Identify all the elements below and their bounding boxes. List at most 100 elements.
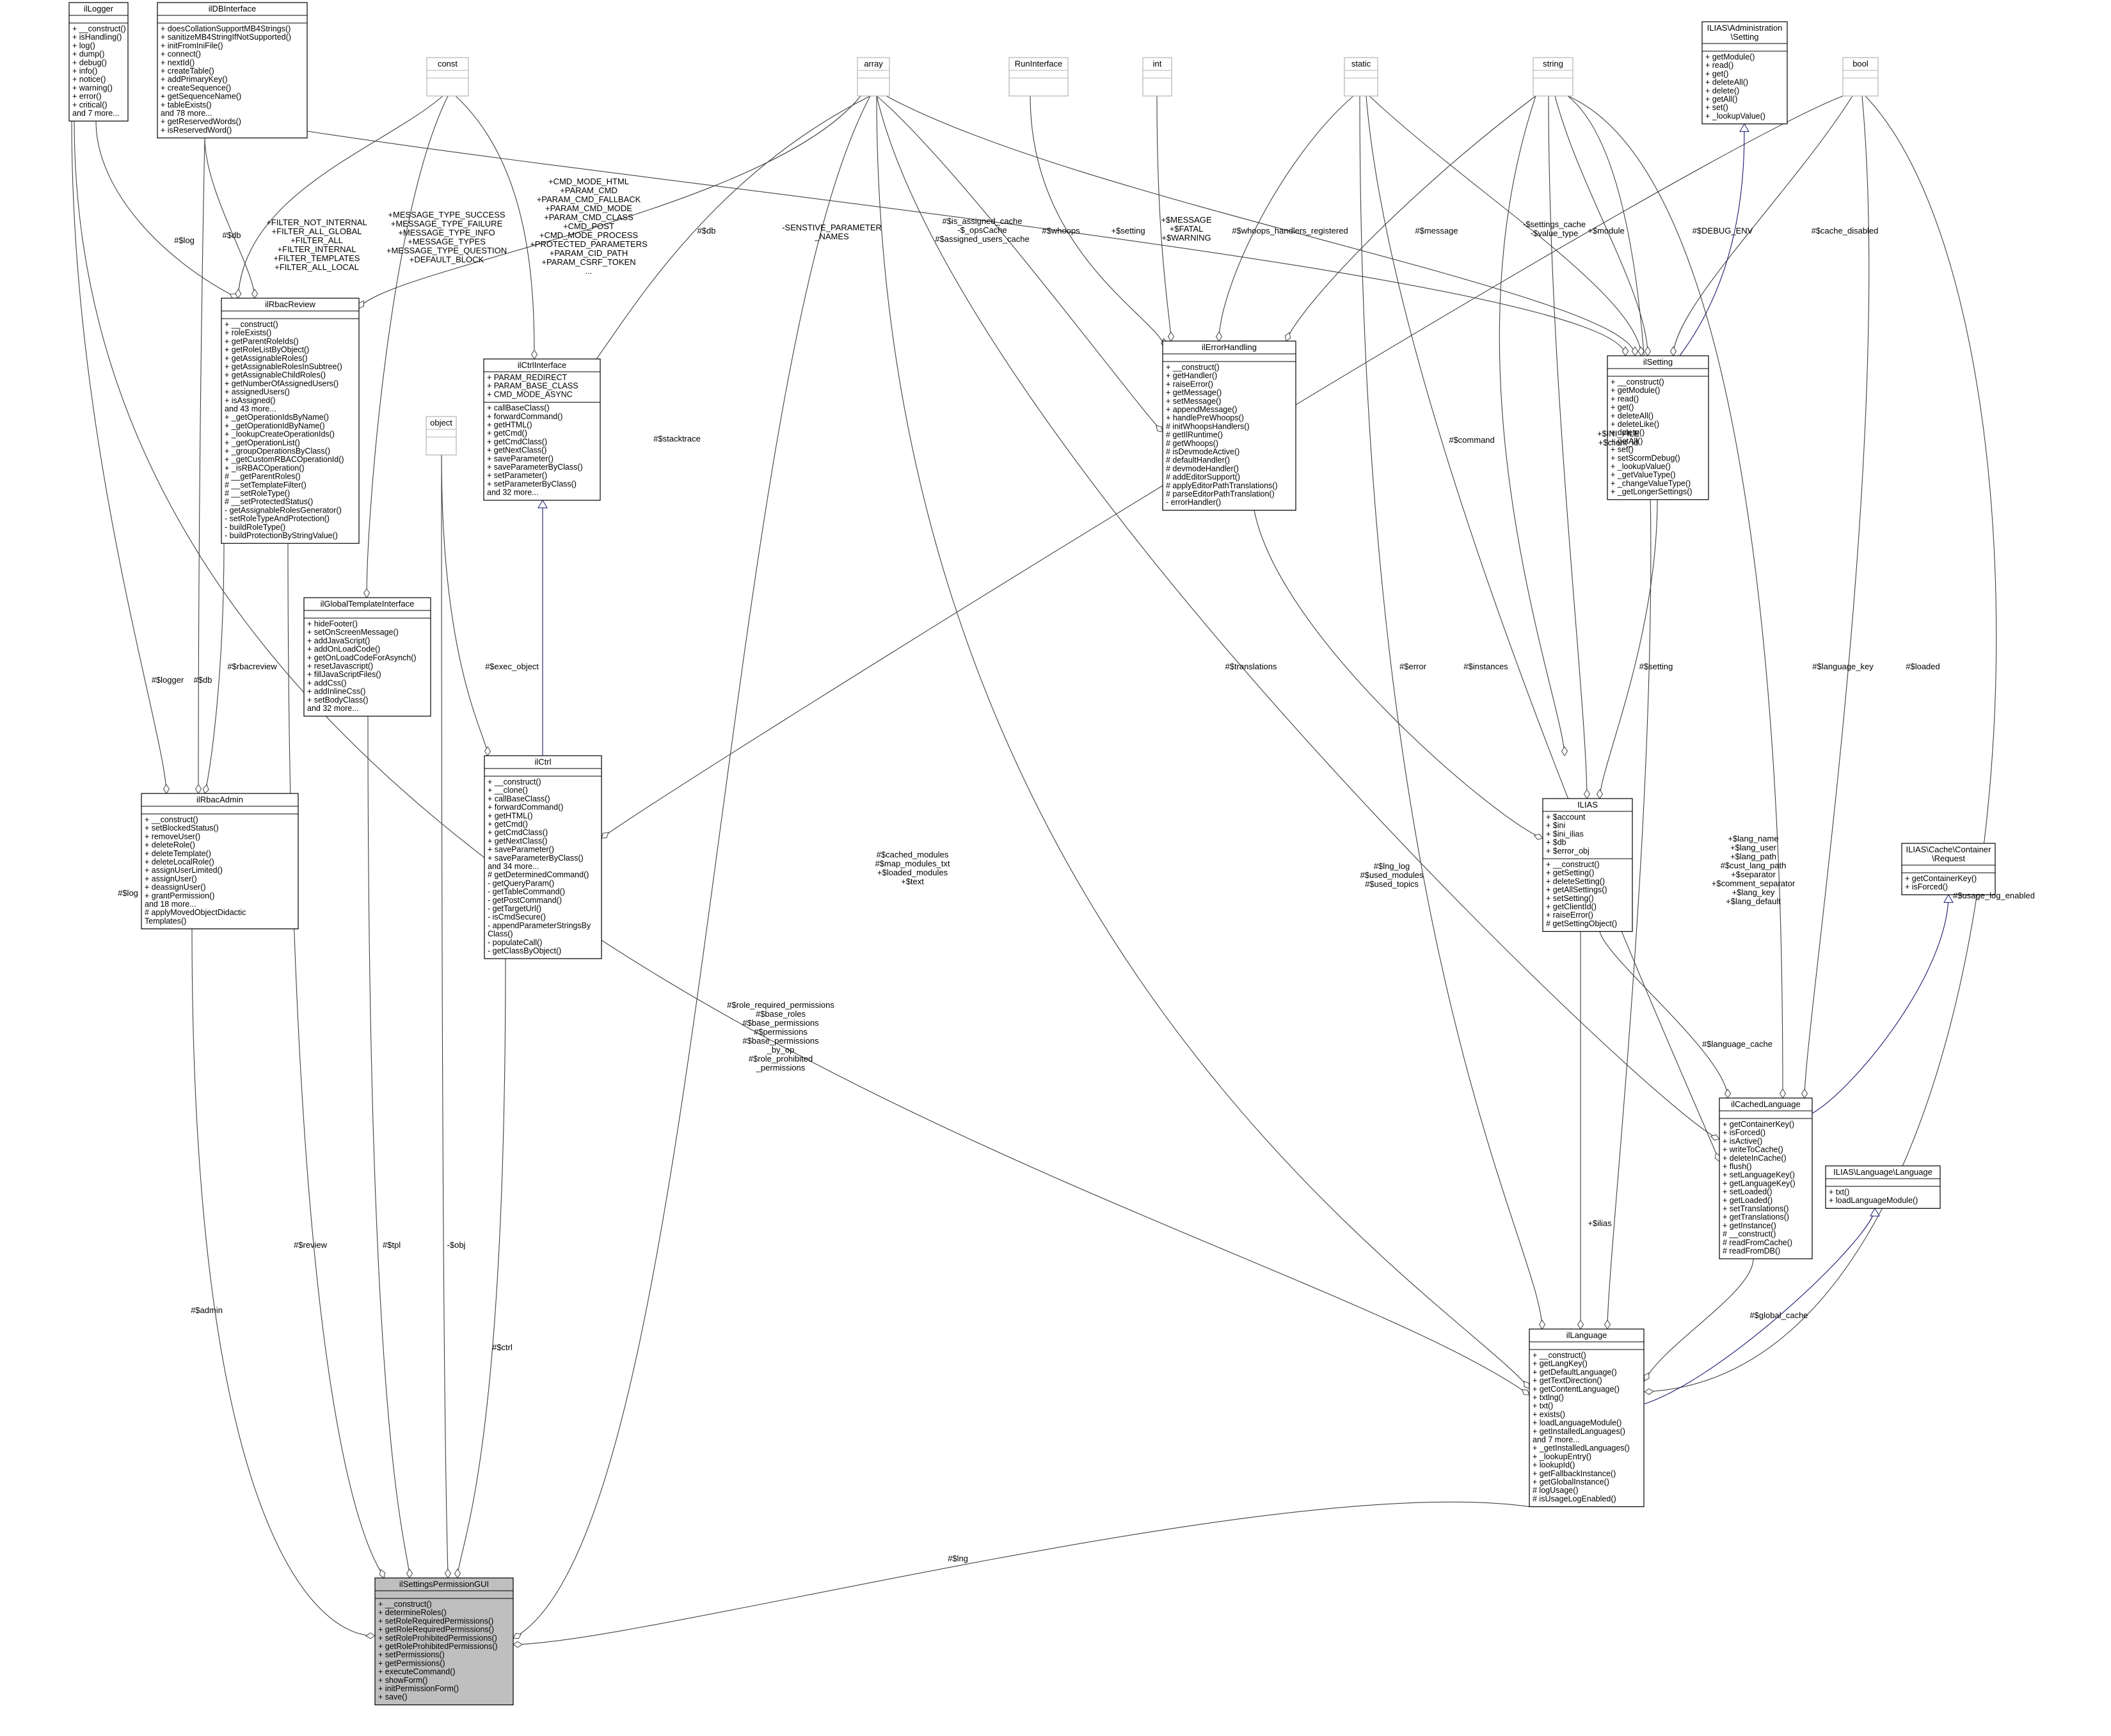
aggregation-diamond (1561, 746, 1568, 756)
relation-label: #$lng_log#$used_modules#$used_topics (1360, 861, 1424, 889)
relation-r-logger (71, 121, 170, 794)
class-name: static (1351, 59, 1371, 68)
association-edge (237, 95, 443, 299)
class-member: + getHTML() (487, 420, 532, 429)
class-member: + _lookupValue() (1705, 111, 1765, 120)
relation-label: #$logger (152, 675, 184, 685)
relation-label: #$lng (948, 1554, 968, 1563)
class-adminsetting: ILIAS\Administration\Setting+ getModule(… (1701, 21, 1788, 125)
relation-r-cachedmod (876, 95, 1530, 1389)
class-member: # isUsageLogEnabled() (1533, 1494, 1616, 1503)
class-member: + isAssigned() (225, 396, 276, 405)
relation-r-cachedisabled (1669, 95, 1853, 356)
class-ilrbacadmin: ilRbacAdmin+ __construct()+ setBlockedSt… (141, 793, 299, 930)
class-member: + saveParameterByClass() (488, 854, 584, 863)
class-member: + delete() (1705, 86, 1739, 95)
class-member: + __clone() (488, 786, 528, 795)
class-member: - getTableCommand() (488, 888, 565, 896)
relation-r-dblog (95, 121, 239, 299)
association-edge (95, 121, 239, 299)
class-member: Templates() (145, 916, 186, 925)
relation-label: #$language_cache (1702, 1039, 1772, 1049)
class-member: Class() (488, 930, 513, 939)
relation-r-langcache (1599, 931, 1732, 1099)
relation-r-lnglog (1359, 95, 1546, 1330)
class-member: + assignedUsers() (225, 388, 290, 397)
class-member: - getQueryParam() (488, 879, 554, 888)
association-edge (204, 543, 225, 794)
association-edge (1369, 95, 1642, 356)
class-member: + setRoleProhibitedPermissions() (378, 1634, 497, 1643)
relation-label: #$rbacreview (227, 662, 277, 671)
class-member: + assignUser() (145, 874, 197, 883)
class-member: + raiseError() (1546, 911, 1593, 920)
class-attribute: + PARAM_REDIRECT (487, 373, 568, 382)
class-box (426, 57, 469, 97)
class-ilerrorhandling: ilErrorHandling+ __construct()+ getHandl… (1162, 340, 1296, 511)
association-edge (1599, 931, 1728, 1099)
class-member: + __construct() (225, 320, 278, 329)
relation-r-translations (876, 95, 1720, 1141)
class-box (1533, 57, 1573, 97)
relation-label: #$instances (1463, 662, 1508, 671)
aggregation-diamond (1284, 332, 1291, 342)
class-member: + forwardCommand() (488, 803, 563, 812)
class-member: + setScormDebug() (1611, 454, 1680, 463)
relation-label: #$log (118, 888, 138, 898)
class-member: + lookupId() (1533, 1461, 1575, 1470)
class-name: ilCtrlInterface (518, 360, 567, 370)
class-illogger: ilLogger+ __construct()+ isHandling()+ l… (68, 2, 129, 122)
class-member: + createTable() (161, 67, 214, 76)
class-ilias: ILIAS+ $account+ $ini+ $ini_ilias+ $db+ … (1542, 798, 1633, 932)
class-attribute: + CMD_MODE_ASYNC (487, 390, 573, 399)
association-edge (1366, 95, 1720, 1162)
class-member: + fillJavaScriptFiles() (307, 670, 381, 679)
association-edge (876, 95, 1720, 1140)
class-member: + raiseError() (1166, 379, 1213, 388)
association-edge (204, 138, 255, 299)
class-box (1008, 57, 1069, 97)
class-member: + deleteTemplate() (145, 849, 211, 858)
class-member: + isReservedWord() (161, 125, 232, 134)
aggregation-diamond (379, 1569, 386, 1579)
class-member: + getLoaded() (1723, 1196, 1772, 1205)
class-member: + setOnScreenMessage() (307, 628, 399, 637)
relation-label: +$module (1588, 226, 1624, 235)
class-member: + getCmd() (488, 820, 528, 829)
class-box (1162, 340, 1296, 511)
aggregation-diamond (1644, 1388, 1654, 1395)
relation-label: -$settings_cache-$value_type (1523, 219, 1586, 238)
aggregation-diamond (1538, 1319, 1546, 1330)
class-member: + executeCommand() (378, 1668, 456, 1676)
association-edge (1359, 95, 1543, 1330)
class-member: + getPermissions() (378, 1659, 445, 1668)
class-member: + getNextClass() (487, 446, 546, 455)
class-member: + _lookupValue() (1611, 462, 1671, 471)
class-ilsettingspermissiongui: ilSettingsPermissionGUI+ __construct()+ … (374, 1577, 514, 1705)
class-member: + getAll() (1611, 436, 1643, 445)
class-member: + setBodyClass() (307, 696, 369, 705)
class-member: + getAllSettings() (1546, 886, 1607, 895)
aggregation-diamond (601, 832, 609, 839)
class-box (483, 358, 601, 501)
inheritance-arrow (1870, 1207, 1880, 1216)
inheritance-edge (1679, 123, 1745, 356)
class-member: + getContainerKey() (1905, 874, 1977, 883)
class-member: - getPostCommand() (488, 896, 562, 905)
class-attribute: + $db (1546, 838, 1566, 847)
class-member: + get() (1705, 69, 1728, 78)
relation-label: #$role_required_permissions#$base_roles#… (727, 1000, 834, 1072)
aggregation-diamond (163, 784, 170, 794)
relation-r-inherit-setting (1679, 123, 1749, 356)
class-member: + __construct() (488, 777, 541, 786)
class-name: ilLanguage (1566, 1330, 1607, 1340)
class-member: - appendParameterStringsBy (488, 921, 591, 930)
relation-r-usagelog (1644, 95, 1997, 1395)
relation-r-loaded (1801, 95, 1870, 1099)
aggregation-diamond (1524, 1381, 1530, 1389)
class-member: + getRoleProhibitedPermissions() (378, 1642, 498, 1651)
relation-r-whoopsreg (1215, 95, 1354, 342)
class-member: # __setTemplateFilter() (225, 481, 307, 490)
relation-label: #$log (174, 235, 195, 245)
class-member: + getAll() (1705, 95, 1737, 104)
